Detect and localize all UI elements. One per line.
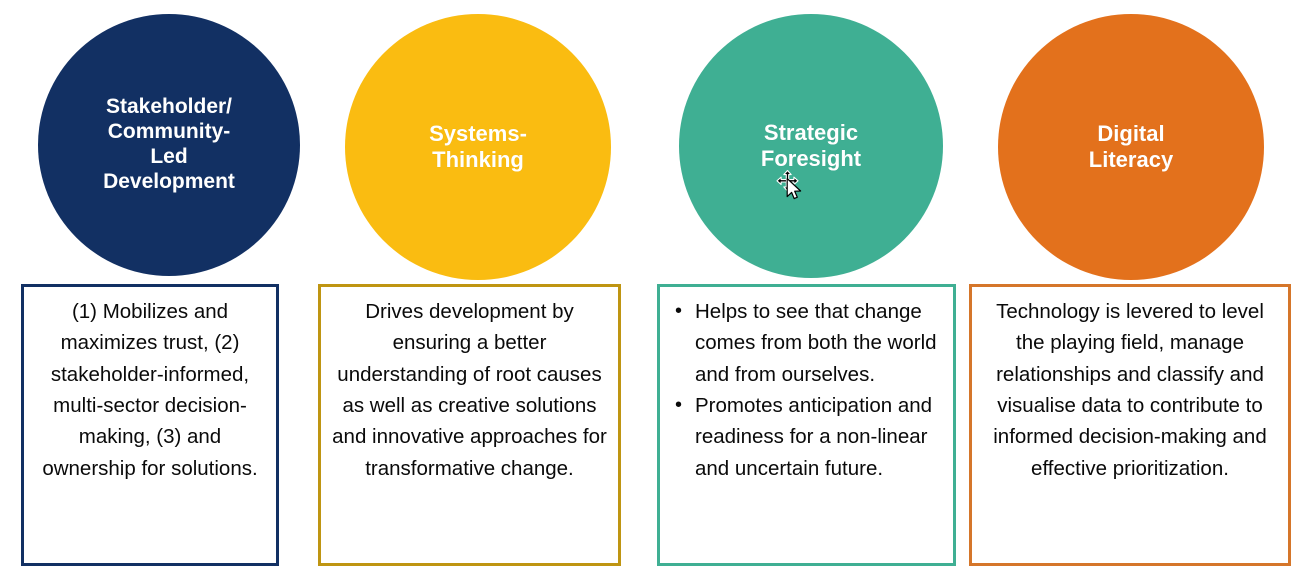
textbox-strategic-foresight[interactable]: • Helps to see that change comes from bo… [657,284,956,566]
textbox-body: Drives development by ensuring a better … [332,300,607,480]
circle-label: Systems- Thinking [429,121,527,172]
textbox-stakeholder-community-led-development[interactable]: (1) Mobilizes and maximizes trust, (2) s… [21,284,279,566]
list-item-text: Promotes anticipation and readiness for … [695,394,933,480]
circle-systems-thinking[interactable]: Systems- Thinking [345,14,611,280]
list-item: • Helps to see that change comes from bo… [672,296,943,390]
circle-stakeholder-community-led-development[interactable]: Stakeholder/ Community- Led Development [38,14,300,276]
circle-strategic-foresight[interactable]: Strategic Foresight [679,14,943,278]
bullet-dot-icon: • [675,394,683,417]
circle-label: Strategic Foresight [760,120,862,171]
textbox-systems-thinking[interactable]: Drives development by ensuring a better … [318,284,621,566]
circle-label: Stakeholder/ Community- Led Development [103,95,235,193]
textbox-digital-literacy[interactable]: Technology is levered to level the playi… [969,284,1291,566]
list-item: • Promotes anticipation and readiness fo… [672,390,943,484]
textbox-body: Technology is levered to level the playi… [993,300,1267,480]
bullet-list: • Helps to see that change comes from bo… [672,296,943,484]
circle-label: Digital Literacy [1088,121,1174,172]
textbox-body: (1) Mobilizes and maximizes trust, (2) s… [42,300,258,480]
list-item-text: Helps to see that change comes from both… [695,300,937,386]
bullet-dot-icon: • [675,300,683,322]
circle-digital-literacy[interactable]: Digital Literacy [998,14,1264,280]
